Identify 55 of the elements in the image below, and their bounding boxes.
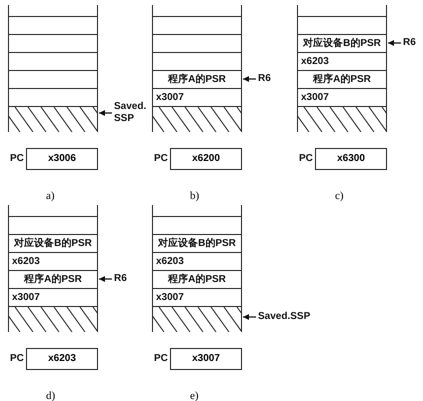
stack-entry: x3007 [152,88,242,107]
pointer-label: R6 [258,73,271,85]
pointer-label: Saved. SSP [114,101,144,125]
stack-entry [152,216,242,235]
pointer-arrow [99,110,112,116]
register-name: PC [154,353,168,365]
stack-entry [152,16,242,35]
pointer-arrow [243,314,256,320]
stack-entry [152,52,242,71]
pointer-label: Saved.SSP [258,311,310,323]
panel-caption: c) [335,190,344,202]
pointer-arrow [99,276,112,282]
stack-entry: x6203 [8,252,98,271]
register-box: x3007 [170,348,242,370]
hatched-region [8,306,98,332]
register-name: PC [10,353,24,365]
hatched-region [152,106,242,132]
stack-entry: x6203 [152,252,242,271]
register-box: x3006 [26,148,98,170]
stack-entry: x6203 [297,52,387,71]
register-name: PC [299,153,313,165]
register-box: x6300 [315,148,387,170]
pointer-arrow [388,40,401,46]
hatched-region [152,306,242,332]
pointer-label: R6 [403,37,416,49]
register-box: x6200 [170,148,242,170]
stack-entry [8,52,98,71]
panel-caption: b) [190,190,200,202]
stack-entry [152,34,242,53]
panel-caption: a) [46,190,55,202]
pointer-label: R6 [114,273,127,285]
stack-entry: 程序A的PSR [8,270,98,289]
register-name: PC [154,153,168,165]
stack-entry: 程序A的PSR [152,70,242,89]
hatched-region [8,106,98,132]
stack-entry: x3007 [152,288,242,307]
stack-entry [8,70,98,89]
stack-entry: 对应设备B的PSR [152,234,242,253]
stack-entry [8,16,98,35]
stack-entry [8,88,98,107]
stack-entry: 对应设备B的PSR [297,34,387,53]
stack-entry: 程序A的PSR [152,270,242,289]
stack-entry [8,216,98,235]
hatched-region [297,106,387,132]
stack-entry: 对应设备B的PSR [8,234,98,253]
stack-entry: x3007 [297,88,387,107]
stack-entry [297,16,387,35]
panel-caption: d) [46,390,56,401]
stack-entry [8,34,98,53]
register-box: x6203 [26,348,98,370]
stack-entry: x3007 [8,288,98,307]
register-name: PC [10,153,24,165]
stack-entry: 程序A的PSR [297,70,387,89]
pointer-arrow [243,76,256,82]
panel-caption: e) [190,390,199,401]
